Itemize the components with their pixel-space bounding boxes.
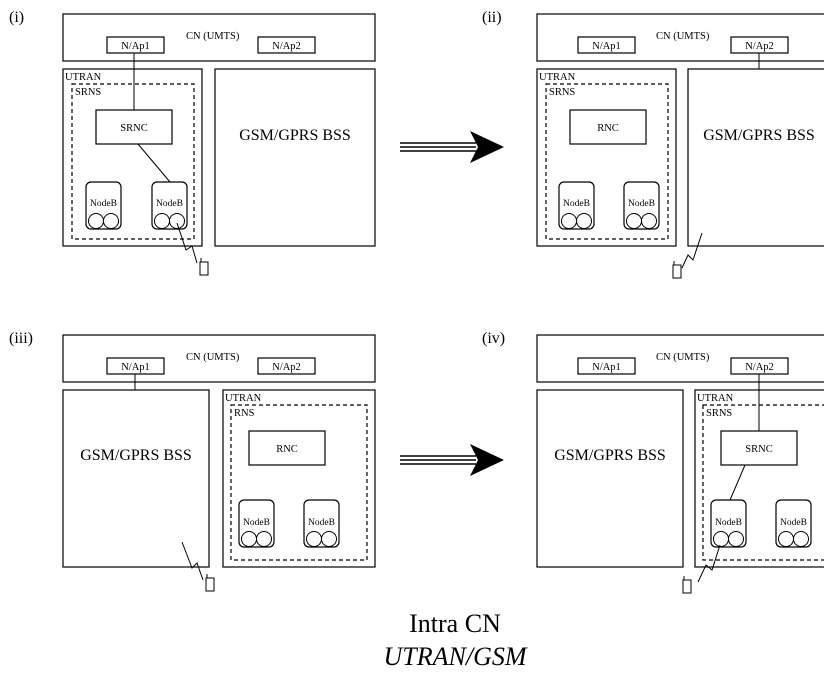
- gsm-bss-label: GSM/GPRS BSS: [239, 127, 351, 144]
- ap2-box: [257, 357, 316, 375]
- antenna-circle: [793, 531, 809, 547]
- panel-i: (i) CN (UMTS) N/Ap1 N/Ap2 UTRAN SRNS SRN…: [9, 9, 376, 276]
- nodeb-label: NodeB: [243, 518, 270, 528]
- nodeb-box: [775, 499, 812, 548]
- panel-iv: (iv) CN (UMTS) N/Ap1 N/Ap2 GSM/GPRS BSS …: [482, 330, 824, 594]
- gsm-bss-box: [536, 389, 684, 568]
- rns-label: SRNS: [549, 87, 575, 98]
- rns-dashed-box: [545, 83, 669, 240]
- antenna-circle: [641, 213, 657, 229]
- gsm-bss-label: GSM/GPRS BSS: [703, 127, 815, 144]
- core-network-label: CN (UMTS): [656, 352, 710, 363]
- core-network-label: CN (UMTS): [186, 31, 240, 42]
- antenna-circle: [728, 531, 744, 547]
- ap2-label: N/Ap2: [745, 41, 774, 52]
- mobile-phone-icon: [205, 577, 215, 592]
- radio-link: [176, 222, 198, 264]
- nodeb-box: [558, 181, 595, 230]
- panel-tag: (ii): [482, 9, 502, 26]
- rnc-box: [248, 430, 326, 466]
- rns-dashed-box: [71, 83, 195, 240]
- rnc-box: [720, 430, 798, 466]
- gsm-bss-label: GSM/GPRS BSS: [80, 447, 192, 464]
- ap2-label: N/Ap2: [272, 362, 301, 373]
- nodeb-label: NodeB: [156, 199, 183, 209]
- gsm-bss-box: [62, 389, 210, 568]
- ap2-box: [257, 36, 316, 54]
- rns-dashed-box: [702, 404, 824, 561]
- rnc-label: RNC: [276, 444, 298, 455]
- radio-link: [681, 232, 703, 269]
- ap2-label: N/Ap2: [745, 362, 774, 373]
- panel-tag: (iv): [482, 330, 505, 347]
- rnc-label: RNC: [597, 123, 619, 134]
- panel-tag: (i): [9, 9, 24, 26]
- ap1-label: N/Ap1: [592, 362, 621, 373]
- transition-arrow: [400, 131, 504, 163]
- panel-ii: (ii) CN (UMTS) N/Ap1 N/Ap2 UTRAN SRNS RN…: [482, 9, 824, 279]
- radio-link: [181, 541, 204, 581]
- nodeb-label: NodeB: [563, 199, 590, 209]
- core-network-label: CN (UMTS): [656, 31, 710, 42]
- caption-title: Intra CN: [409, 609, 501, 638]
- nodeb-label: NodeB: [90, 199, 117, 209]
- gsm-bss-box: [214, 68, 376, 247]
- utran-label: UTRAN: [539, 72, 576, 83]
- core-network-label: CN (UMTS): [186, 352, 240, 363]
- panel-iii: (iii) CN (UMTS) N/Ap1 N/Ap2 GSM/GPRS BSS…: [9, 330, 376, 592]
- nodeb-box: [238, 499, 275, 548]
- antenna-circle: [576, 213, 592, 229]
- gsm-bss-box: [687, 68, 824, 247]
- antenna-circle: [256, 531, 272, 547]
- utran-label: UTRAN: [697, 393, 734, 404]
- nodeb-box: [85, 181, 122, 230]
- iub-link: [729, 464, 746, 501]
- nodeb-label: NodeB: [308, 518, 335, 528]
- antenna-circle: [321, 531, 337, 547]
- mobile-phone-icon: [682, 579, 692, 594]
- antenna-circle: [103, 213, 119, 229]
- rnc-label: SRNC: [120, 123, 147, 134]
- antenna-circle: [169, 213, 185, 229]
- rns-label: RNS: [234, 408, 255, 419]
- rnc-box: [569, 109, 647, 145]
- utran-label: UTRAN: [65, 72, 102, 83]
- rns-label: SRNS: [706, 408, 732, 419]
- rns-label: SRNS: [75, 87, 101, 98]
- rnc-box: [95, 109, 173, 145]
- nodeb-label: NodeB: [628, 199, 655, 209]
- iub-link: [137, 143, 171, 183]
- rnc-label: SRNC: [745, 444, 772, 455]
- rns-dashed-box: [230, 404, 368, 561]
- caption-subtitle: UTRAN/GSM: [384, 642, 528, 671]
- radio-link: [697, 544, 721, 583]
- ap1-label: N/Ap1: [121, 41, 150, 52]
- mobile-phone-icon: [672, 264, 682, 279]
- transition-arrow: [400, 444, 504, 476]
- nodeb-label: NodeB: [780, 518, 807, 528]
- mobile-phone-icon: [199, 261, 209, 276]
- utran-label: UTRAN: [225, 393, 262, 404]
- nodeb-box: [710, 499, 747, 548]
- ap1-label: N/Ap1: [121, 362, 150, 373]
- ap1-box: [106, 36, 165, 54]
- ap2-label: N/Ap2: [272, 41, 301, 52]
- ap1-label: N/Ap1: [592, 41, 621, 52]
- panel-tag: (iii): [9, 330, 33, 347]
- nodeb-box: [303, 499, 340, 548]
- ap1-box: [577, 357, 636, 375]
- ap1-box: [577, 36, 636, 54]
- nodeb-box: [623, 181, 660, 230]
- nodeb-label: NodeB: [715, 518, 742, 528]
- gsm-bss-label: GSM/GPRS BSS: [554, 447, 666, 464]
